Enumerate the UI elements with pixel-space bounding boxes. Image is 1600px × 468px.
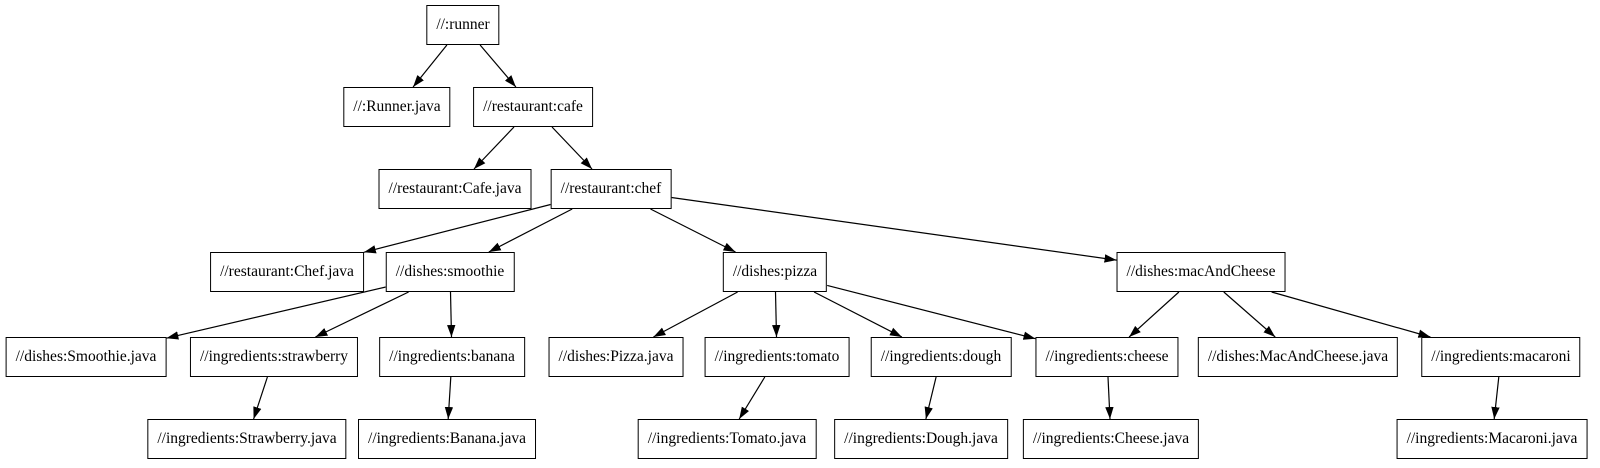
node-cafe-java: //restaurant:Cafe.java [378, 169, 532, 209]
edge-runner-to-runner_java [412, 44, 448, 88]
node-cheese-java: //ingredients:Cheese.java [1022, 419, 1200, 459]
edge-cheese-to-cheese_java [1105, 376, 1114, 420]
edge-pizza-to-pizza_java [653, 291, 738, 338]
edge-chef-to-mac_and_cheese [671, 196, 1117, 263]
edge-mac_and_cheese-to-mac_and_cheese_java [1223, 291, 1276, 338]
edge-chef-to-pizza [650, 208, 736, 253]
edge-runner-to-cafe [479, 44, 517, 88]
edge-smoothie-to-smoothie_java [166, 286, 386, 340]
node-strawberry-java: //ingredients:Strawberry.java [147, 419, 347, 459]
node-smoothie: //dishes:smoothie [385, 252, 515, 292]
node-chef: //restaurant:chef [550, 169, 672, 209]
edge-smoothie-to-strawberry [315, 291, 409, 338]
edge-pizza-to-tomato [772, 291, 781, 338]
edge-chef-to-smoothie [488, 208, 573, 253]
edge-pizza-to-cheese [827, 284, 1036, 340]
node-mac-and-cheese-java: //dishes:MacAndCheese.java [1197, 337, 1399, 377]
edge-macaroni-to-macaroni_java [1491, 376, 1500, 420]
node-runner: //:runner [426, 5, 500, 45]
node-macaroni: //ingredients:macaroni [1421, 337, 1581, 377]
edge-mac_and_cheese-to-cheese [1128, 291, 1180, 338]
node-banana: //ingredients:banana [379, 337, 525, 377]
node-dough-java: //ingredients:Dough.java [834, 419, 1008, 459]
node-banana-java: //ingredients:Banana.java [358, 419, 536, 459]
edge-chef-to-chef_java [363, 203, 551, 254]
edge-cafe-to-chef [551, 126, 593, 170]
edge-mac_and_cheese-to-macaroni [1271, 291, 1431, 338]
node-dough: //ingredients:dough [870, 337, 1012, 377]
edge-tomato-to-tomato_java [738, 376, 766, 420]
node-macaroni-java: //ingredients:Macaroni.java [1396, 419, 1588, 459]
node-smoothie-java: //dishes:Smoothie.java [5, 337, 167, 377]
node-tomato-java: //ingredients:Tomato.java [637, 419, 817, 459]
edge-smoothie-to-banana [447, 291, 456, 338]
edge-cafe-to-cafe_java [473, 126, 515, 170]
edge-strawberry-to-strawberry_java [253, 376, 268, 420]
edge-banana-to-banana_java [444, 376, 454, 420]
edge-dough-to-dough_java [924, 376, 937, 420]
node-pizza: //dishes:pizza [722, 252, 828, 292]
node-cheese: //ingredients:cheese [1035, 337, 1179, 377]
node-strawberry: //ingredients:strawberry [189, 337, 359, 377]
node-runner-java: //:Runner.java [343, 87, 451, 127]
node-chef-java: //restaurant:Chef.java [210, 252, 364, 292]
edge-pizza-to-dough [813, 291, 903, 338]
node-pizza-java: //dishes:Pizza.java [548, 337, 684, 377]
node-cafe: //restaurant:cafe [473, 87, 593, 127]
node-tomato: //ingredients:tomato [704, 337, 850, 377]
node-mac-and-cheese: //dishes:macAndCheese [1116, 252, 1286, 292]
